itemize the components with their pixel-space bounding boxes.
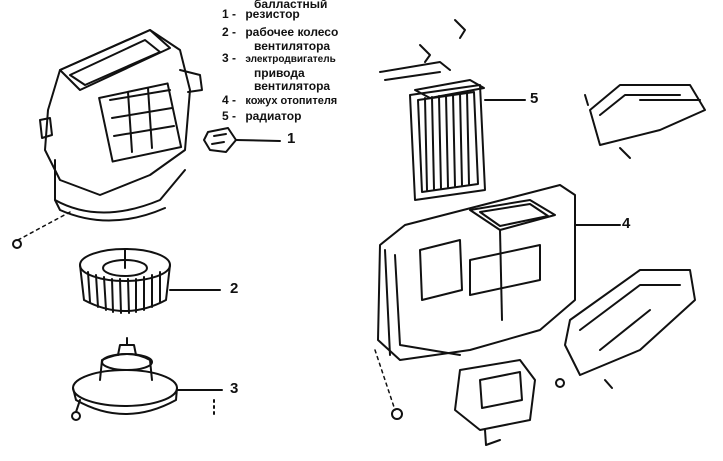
legend-item-3-line-1: электродвигатель [245,54,336,65]
blower-motor [71,337,223,421]
heater-radiator [379,19,526,201]
legend-item-1: 1 - резистор [222,8,300,21]
legend-item-4: 4 - кожух отопителя [222,94,337,108]
callout-1: 1 [287,130,296,147]
legend-item-3: 3 - электродвигатель [222,52,336,66]
callout-4: 4 [622,215,631,232]
heater-case [377,184,621,361]
legend-item-2-line-2: вентилятора [254,39,331,53]
legend-number-5: 5 - [222,109,237,123]
lower-duct [454,359,565,446]
lower-right-duct [564,269,696,389]
blower-housing [39,29,203,222]
legend-item-2-line-1: рабочее колесо [245,25,339,39]
upper-right-duct [584,84,706,159]
ballast-resistor [203,127,281,153]
legend-item-3-line-3: вентилятора [254,79,331,93]
legend-item-5: 5 - радиатор [222,110,301,123]
legend-item-1-line-1: балластный [254,0,328,11]
legend-number-2: 2 - [222,25,237,39]
callout-2: 2 [230,280,239,297]
callout-3: 3 [230,380,239,397]
blower-impeller [79,248,221,314]
legend-item-5-line-1: радиатор [245,109,302,123]
legend-number-1: 1 - [222,7,237,21]
legend-item-4-line-1: кожух отопителя [245,95,338,107]
legend-item-2: 2 - рабочее колесо [222,26,338,39]
callout-5: 5 [530,90,539,107]
legend-item-3-line-2: привода [254,66,305,80]
legend-item-1-line-2: резистор [245,7,300,21]
legend-number-3: 3 - [222,51,237,65]
legend-number-4: 4 - [222,93,237,107]
